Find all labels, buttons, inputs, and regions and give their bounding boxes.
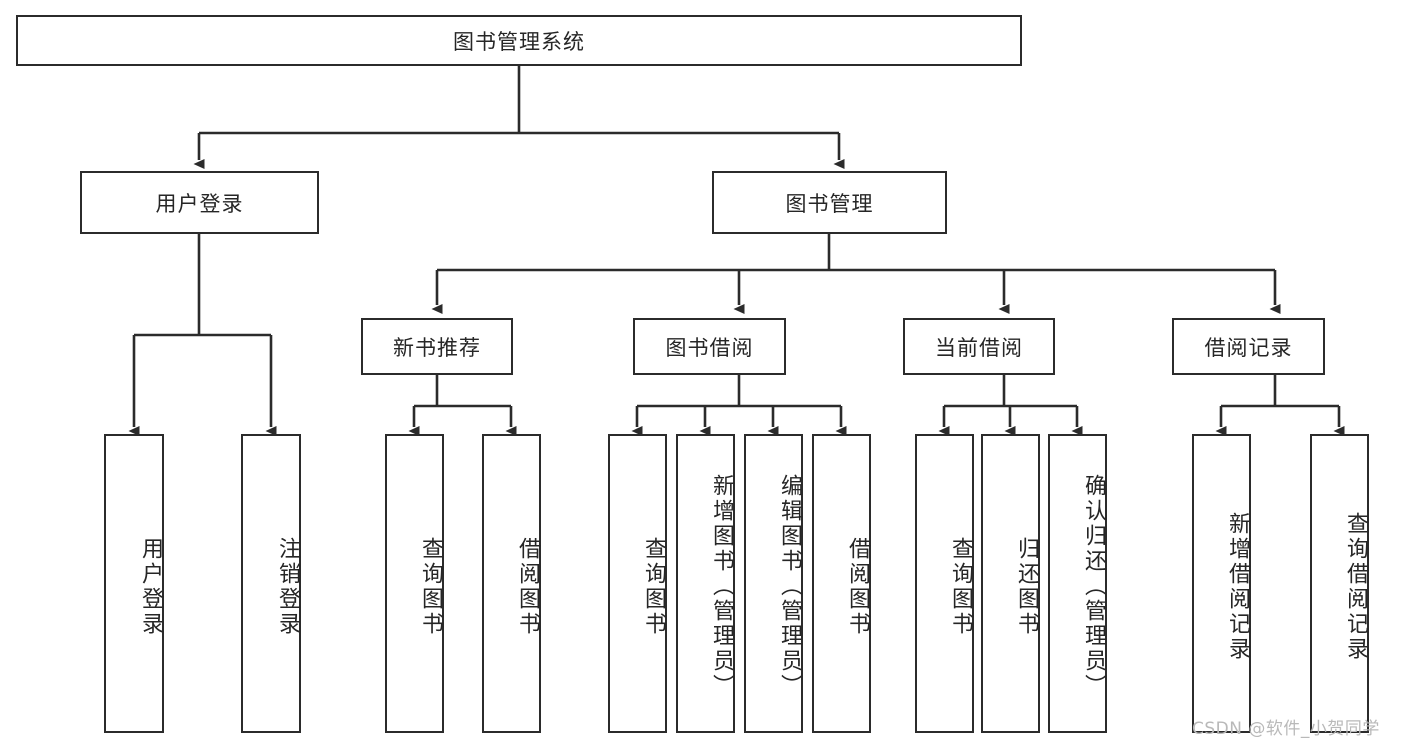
node-leaf-query-record[interactable]: 查询借阅记录 — [1310, 434, 1369, 733]
node-leaf-borrow-book-2-label: 借阅图书 — [845, 536, 870, 637]
node-leaf-add-book[interactable]: 新增图书（管理员） — [676, 434, 735, 733]
csdn-watermark: CSDN @软件_小贺同学 — [1192, 719, 1380, 739]
node-leaf-query-book-2[interactable]: 查询图书 — [608, 434, 667, 733]
node-leaf-query-book-2-label: 查询图书 — [641, 536, 666, 637]
node-new-book-recommend-label: 新书推荐 — [393, 335, 481, 360]
node-root-label: 图书管理系统 — [453, 29, 585, 54]
node-leaf-edit-book[interactable]: 编辑图书（管理员） — [744, 434, 803, 733]
node-leaf-user-logout-label: 注销登录 — [275, 536, 300, 637]
node-new-book-recommend[interactable]: 新书推荐 — [361, 318, 513, 375]
node-leaf-user-logout[interactable]: 注销登录 — [241, 434, 301, 733]
node-leaf-return-book[interactable]: 归还图书 — [981, 434, 1040, 733]
node-leaf-user-login[interactable]: 用户登录 — [104, 434, 164, 733]
node-current-borrow[interactable]: 当前借阅 — [903, 318, 1055, 375]
node-borrow-record-label: 借阅记录 — [1204, 335, 1293, 360]
node-leaf-confirm-return-label: 确认归还（管理员） — [1081, 474, 1106, 699]
node-user-login[interactable]: 用户登录 — [80, 171, 319, 234]
node-leaf-add-book-label: 新增图书（管理员） — [709, 474, 734, 699]
node-leaf-borrow-book-1-label: 借阅图书 — [515, 536, 540, 637]
node-book-borrow[interactable]: 图书借阅 — [633, 318, 786, 375]
node-leaf-query-book-1[interactable]: 查询图书 — [385, 434, 444, 733]
node-root[interactable]: 图书管理系统 — [16, 15, 1022, 66]
node-leaf-add-record[interactable]: 新增借阅记录 — [1192, 434, 1251, 733]
node-leaf-edit-book-label: 编辑图书（管理员） — [777, 474, 802, 699]
node-leaf-query-book-3[interactable]: 查询图书 — [915, 434, 974, 733]
node-leaf-query-book-1-label: 查询图书 — [418, 536, 443, 637]
node-current-borrow-label: 当前借阅 — [935, 335, 1023, 360]
node-user-login-label: 用户登录 — [155, 191, 244, 216]
node-leaf-borrow-book-2[interactable]: 借阅图书 — [812, 434, 871, 733]
node-leaf-query-book-3-label: 查询图书 — [948, 536, 973, 637]
node-leaf-borrow-book-1[interactable]: 借阅图书 — [482, 434, 541, 733]
node-leaf-add-record-label: 新增借阅记录 — [1225, 511, 1250, 662]
node-book-manage[interactable]: 图书管理 — [712, 171, 947, 234]
node-borrow-record[interactable]: 借阅记录 — [1172, 318, 1325, 375]
node-book-borrow-label: 图书借阅 — [665, 335, 754, 360]
node-leaf-user-login-label: 用户登录 — [138, 536, 163, 637]
node-book-manage-label: 图书管理 — [785, 191, 874, 216]
node-leaf-query-record-label: 查询借阅记录 — [1343, 511, 1368, 662]
node-leaf-confirm-return[interactable]: 确认归还（管理员） — [1048, 434, 1107, 733]
node-leaf-return-book-label: 归还图书 — [1014, 536, 1039, 637]
